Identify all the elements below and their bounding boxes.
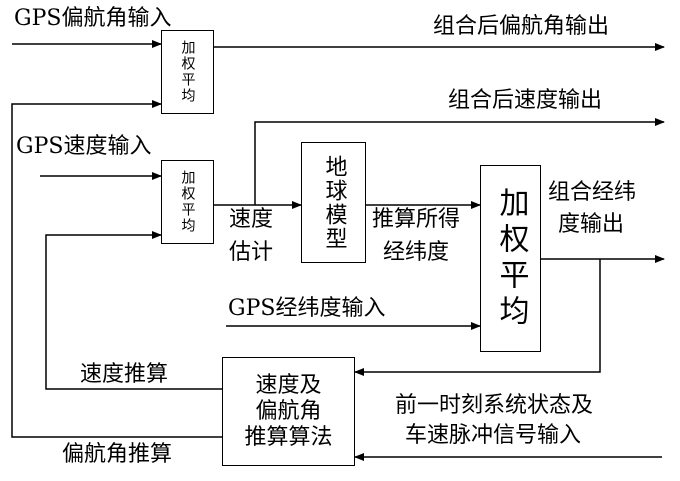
- weighted-average-block-1: 加权平均: [161, 30, 214, 114]
- gps-speed-input-label: GPS速度输入: [16, 134, 152, 159]
- arrow-speed-out: [254, 118, 665, 205]
- arrow-heading-dr-loop: [11, 100, 222, 438]
- speed-estimate-label-line1: 速度: [229, 207, 274, 232]
- speed-dr-label: 速度推算: [80, 362, 169, 387]
- computed-latlon-label-line1: 推算所得: [372, 207, 461, 232]
- dead-reckoning-label-line1: 速度及: [255, 372, 322, 398]
- earth-model-label: 地球模型: [321, 154, 347, 251]
- computed-latlon-label-line2: 经纬度: [383, 240, 450, 265]
- gps-heading-input-label: GPS偏航角输入: [14, 6, 172, 31]
- arrow-speed-dr-loop: [45, 231, 222, 390]
- weighted-average-block-1-label: 加权平均: [179, 40, 196, 104]
- latlon-output-label-line2: 度输出: [558, 212, 625, 237]
- dead-reckoning-label-line3: 推算算法: [244, 424, 333, 450]
- arrow-latlon-feedback: [354, 259, 601, 376]
- prev-state-input-label-line1: 前一时刻系统状态及: [395, 393, 594, 418]
- weighted-average-block-2: 加权平均: [161, 160, 214, 244]
- weighted-average-block-3: 加权平均: [480, 165, 541, 352]
- speed-estimate-label-line2: 估计: [229, 240, 274, 265]
- dead-reckoning-label-line2: 偏航角: [255, 398, 322, 424]
- dead-reckoning-block: 速度及 偏航角 推算算法: [222, 357, 355, 466]
- gps-latlon-input-label: GPS经纬度输入: [228, 296, 386, 321]
- speed-output-label: 组合后速度输出: [448, 88, 603, 113]
- weighted-average-block-2-label: 加权平均: [179, 170, 196, 234]
- earth-model-block: 地球模型: [301, 142, 366, 263]
- weighted-average-block-3-label: 加权平均: [493, 186, 529, 331]
- heading-dr-label: 偏航角推算: [62, 442, 173, 467]
- prev-state-input-label-line2: 车速脉冲信号输入: [405, 423, 582, 448]
- heading-output-label: 组合后偏航角输出: [433, 14, 610, 39]
- latlon-output-label-line1: 组合经纬: [548, 180, 637, 205]
